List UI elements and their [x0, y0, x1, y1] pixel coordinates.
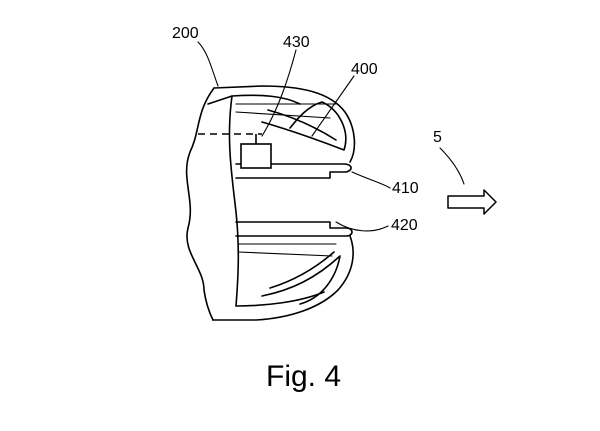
leader-410 [351, 171, 391, 189]
inner-cavity-line [207, 94, 301, 105]
housing-outer-lower [212, 235, 354, 321]
upper-reflector-400 [261, 101, 347, 151]
label-430: 430 [283, 34, 310, 51]
figure-caption: Fig. 4 [266, 360, 341, 393]
arrow-5-leader [439, 147, 465, 185]
leader-400 [311, 75, 355, 137]
leader-420 [335, 221, 389, 232]
leader-430 [261, 49, 297, 137]
lower-lip-420 [235, 221, 353, 237]
inner-lower-line [235, 291, 325, 307]
upper-lip-410 [235, 163, 352, 179]
label-5: 5 [433, 129, 442, 146]
label-200: 200 [172, 25, 199, 42]
direction-arrow-5 [447, 189, 497, 215]
leader-200 [197, 41, 219, 87]
component-430-box [240, 143, 272, 169]
body-break-line [185, 87, 215, 321]
lower-shell-ribs [237, 243, 337, 257]
housing-outer-upper [213, 85, 356, 163]
label-420: 420 [391, 217, 418, 234]
label-410: 410 [392, 180, 419, 197]
upper-shell-ribs [235, 103, 337, 119]
lower-reflector [261, 255, 341, 305]
label-400: 400 [351, 61, 378, 78]
reflector-left-edge [228, 95, 240, 307]
